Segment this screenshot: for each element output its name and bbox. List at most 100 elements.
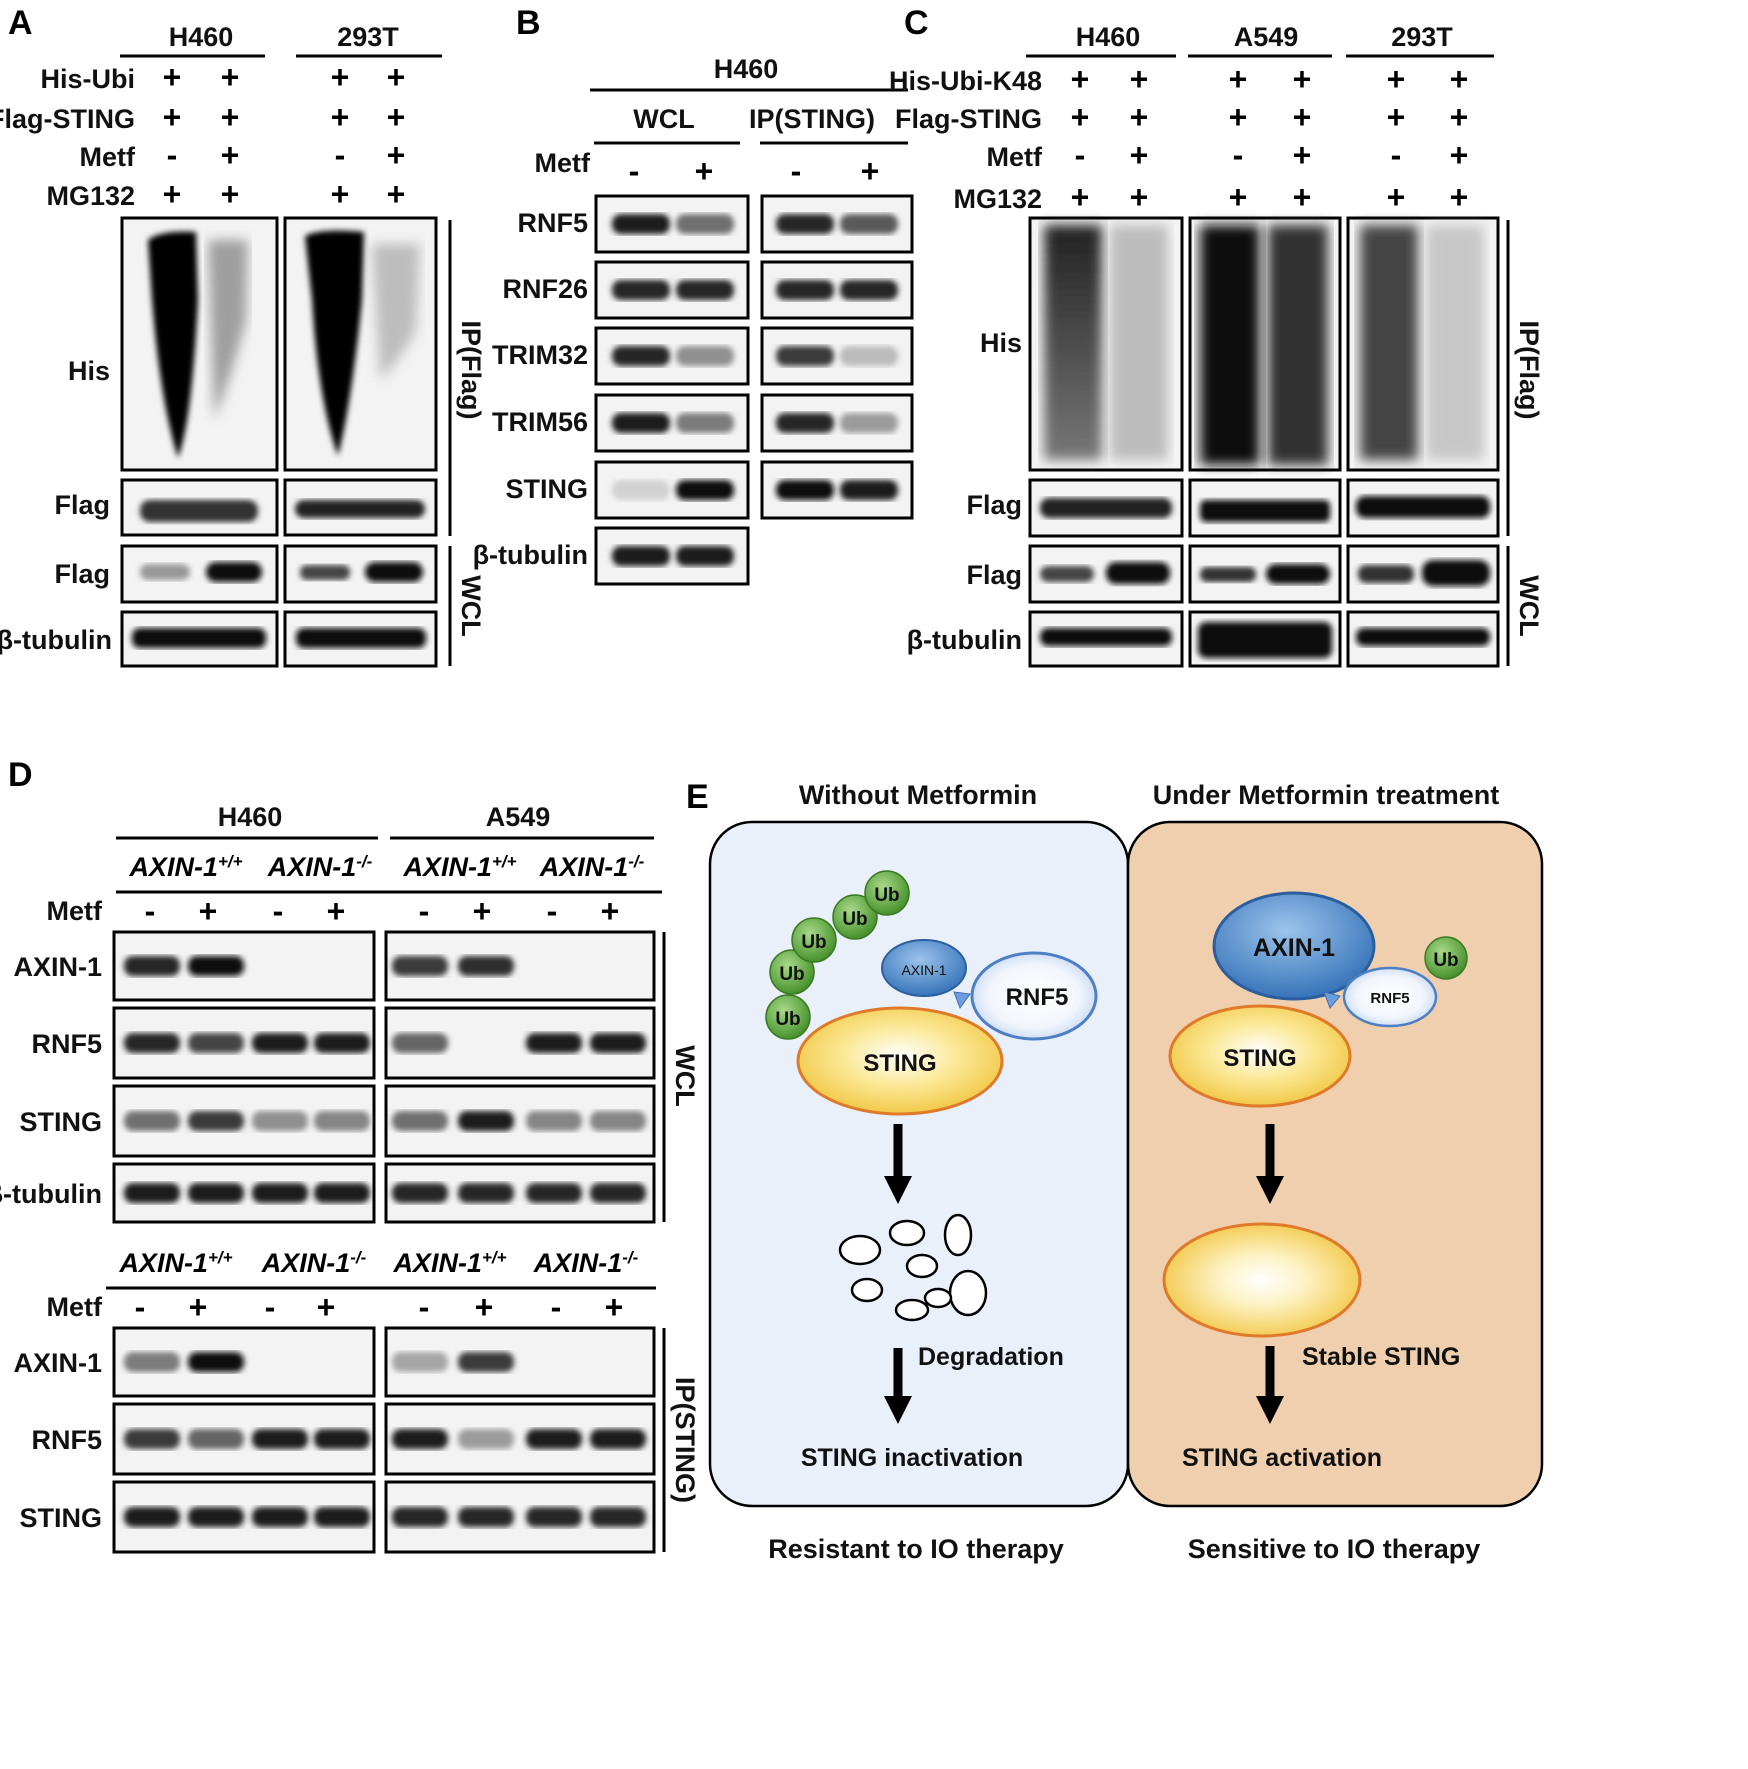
panel-c: C H460 A549 293T His-Ubi-K48 Flag-STING … bbox=[889, 4, 1544, 668]
band bbox=[458, 1429, 514, 1449]
outcome-label: Sensitive to IO therapy bbox=[1188, 1534, 1481, 1564]
band bbox=[590, 1507, 646, 1527]
band bbox=[458, 956, 514, 976]
genotype-label: AXIN-1+/+ bbox=[118, 1248, 232, 1279]
band bbox=[612, 480, 670, 500]
band bbox=[612, 214, 670, 234]
band-a-his-smear bbox=[148, 230, 420, 458]
blot-label: His bbox=[980, 328, 1022, 358]
band bbox=[526, 1111, 582, 1131]
genotype-sup: -/- bbox=[622, 1248, 638, 1267]
blot-label: TRIM56 bbox=[492, 407, 588, 437]
treatment-sign: + bbox=[221, 176, 240, 212]
band bbox=[1356, 628, 1490, 646]
band bbox=[124, 1111, 180, 1131]
band bbox=[132, 628, 266, 648]
band bbox=[124, 1033, 180, 1053]
treatment-sign: + bbox=[327, 893, 346, 929]
panel-c-signs: ++++++++++++-+-+-+++++++ bbox=[1071, 61, 1469, 215]
genotype-base: AXIN-1 bbox=[539, 852, 629, 882]
treatment-sign: + bbox=[1130, 179, 1149, 215]
arrow-head bbox=[1256, 1176, 1284, 1204]
genotype-label: AXIN-1+/+ bbox=[128, 852, 242, 883]
treatment-sign: + bbox=[1130, 99, 1149, 135]
band bbox=[458, 1183, 514, 1203]
band bbox=[526, 1183, 582, 1203]
band bbox=[1198, 622, 1332, 658]
band bbox=[840, 480, 898, 500]
panel-c-group: A549 bbox=[1234, 22, 1299, 52]
bracket-label: WCL bbox=[1514, 575, 1544, 636]
band bbox=[776, 346, 834, 366]
band bbox=[1044, 225, 1102, 460]
band bbox=[1200, 500, 1330, 522]
blot-label: β-tubulin bbox=[473, 540, 588, 570]
panel-d-metf-label: Metf bbox=[47, 896, 103, 926]
treatment-sign: + bbox=[1130, 137, 1149, 173]
panel-e-letter: E bbox=[686, 778, 709, 816]
band bbox=[458, 1111, 514, 1131]
treatment-sign: + bbox=[221, 59, 240, 95]
band bbox=[188, 1111, 244, 1131]
band bbox=[252, 1429, 308, 1449]
rnf5-label: RNF5 bbox=[1006, 984, 1069, 1011]
blot-label: β-tubulin bbox=[907, 625, 1022, 655]
band bbox=[590, 1033, 646, 1053]
treatment-sign: - bbox=[145, 893, 156, 929]
blot-label: RNF5 bbox=[31, 1029, 102, 1059]
band bbox=[314, 1507, 370, 1527]
blot-label: Flag bbox=[54, 490, 110, 520]
genotype-label: AXIN-1-/- bbox=[539, 852, 645, 883]
band bbox=[612, 546, 670, 566]
treatment-sign: + bbox=[387, 137, 406, 173]
band bbox=[676, 546, 734, 566]
genotype-sup: +/+ bbox=[218, 852, 243, 871]
band bbox=[676, 214, 734, 234]
band bbox=[314, 1111, 370, 1131]
genotype-label: AXIN-1-/- bbox=[533, 1248, 639, 1279]
blot-a-his-h460 bbox=[120, 216, 279, 472]
band bbox=[252, 1111, 308, 1131]
treatment-sign: + bbox=[317, 1289, 336, 1325]
panel-b-section-wcl: WCL bbox=[633, 104, 694, 134]
band bbox=[188, 1429, 244, 1449]
treatment-sign: + bbox=[473, 893, 492, 929]
treatment-sign: + bbox=[1293, 179, 1312, 215]
blot-label: STING bbox=[505, 474, 588, 504]
treatment-sign: + bbox=[475, 1289, 494, 1325]
panel-d-group: A549 bbox=[486, 802, 551, 832]
treatment-sign: + bbox=[163, 99, 182, 135]
genotype-base: AXIN-1 bbox=[267, 852, 357, 882]
band bbox=[612, 280, 670, 300]
axin1-label: AXIN-1 bbox=[1253, 934, 1335, 962]
band bbox=[612, 413, 670, 433]
treatment-sign: - bbox=[419, 893, 430, 929]
treatment-sign: + bbox=[1387, 99, 1406, 135]
band bbox=[1110, 225, 1168, 460]
blot-label: RNF5 bbox=[517, 208, 588, 238]
band bbox=[1200, 567, 1256, 582]
blot-label: TRIM32 bbox=[492, 340, 588, 370]
genotype-sup: -/- bbox=[628, 852, 644, 871]
bracket-label: IP(STING) bbox=[670, 1377, 700, 1503]
axin1-protein bbox=[881, 939, 967, 997]
treatment-sign: + bbox=[605, 1289, 624, 1325]
band bbox=[140, 564, 190, 580]
treatment-sign: + bbox=[331, 59, 350, 95]
panel-e-right-title: Under Metformin treatment bbox=[1153, 780, 1500, 810]
band bbox=[188, 1033, 244, 1053]
band bbox=[776, 280, 834, 300]
treatment-sign: - bbox=[551, 1289, 562, 1325]
treatment-sign: + bbox=[1293, 137, 1312, 173]
sting-label: STING bbox=[863, 1050, 936, 1077]
treatment-sign: + bbox=[1229, 179, 1248, 215]
band bbox=[124, 1183, 180, 1203]
blot-label: Flag bbox=[966, 560, 1022, 590]
band bbox=[840, 214, 898, 234]
genotype-label: AXIN-1+/+ bbox=[402, 852, 516, 883]
panel-c-group: H460 bbox=[1076, 22, 1141, 52]
treatment-sign: + bbox=[387, 99, 406, 135]
ub-protein bbox=[1424, 936, 1468, 980]
genotype-sup: +/+ bbox=[482, 1248, 507, 1267]
blot-label: His bbox=[68, 356, 110, 386]
